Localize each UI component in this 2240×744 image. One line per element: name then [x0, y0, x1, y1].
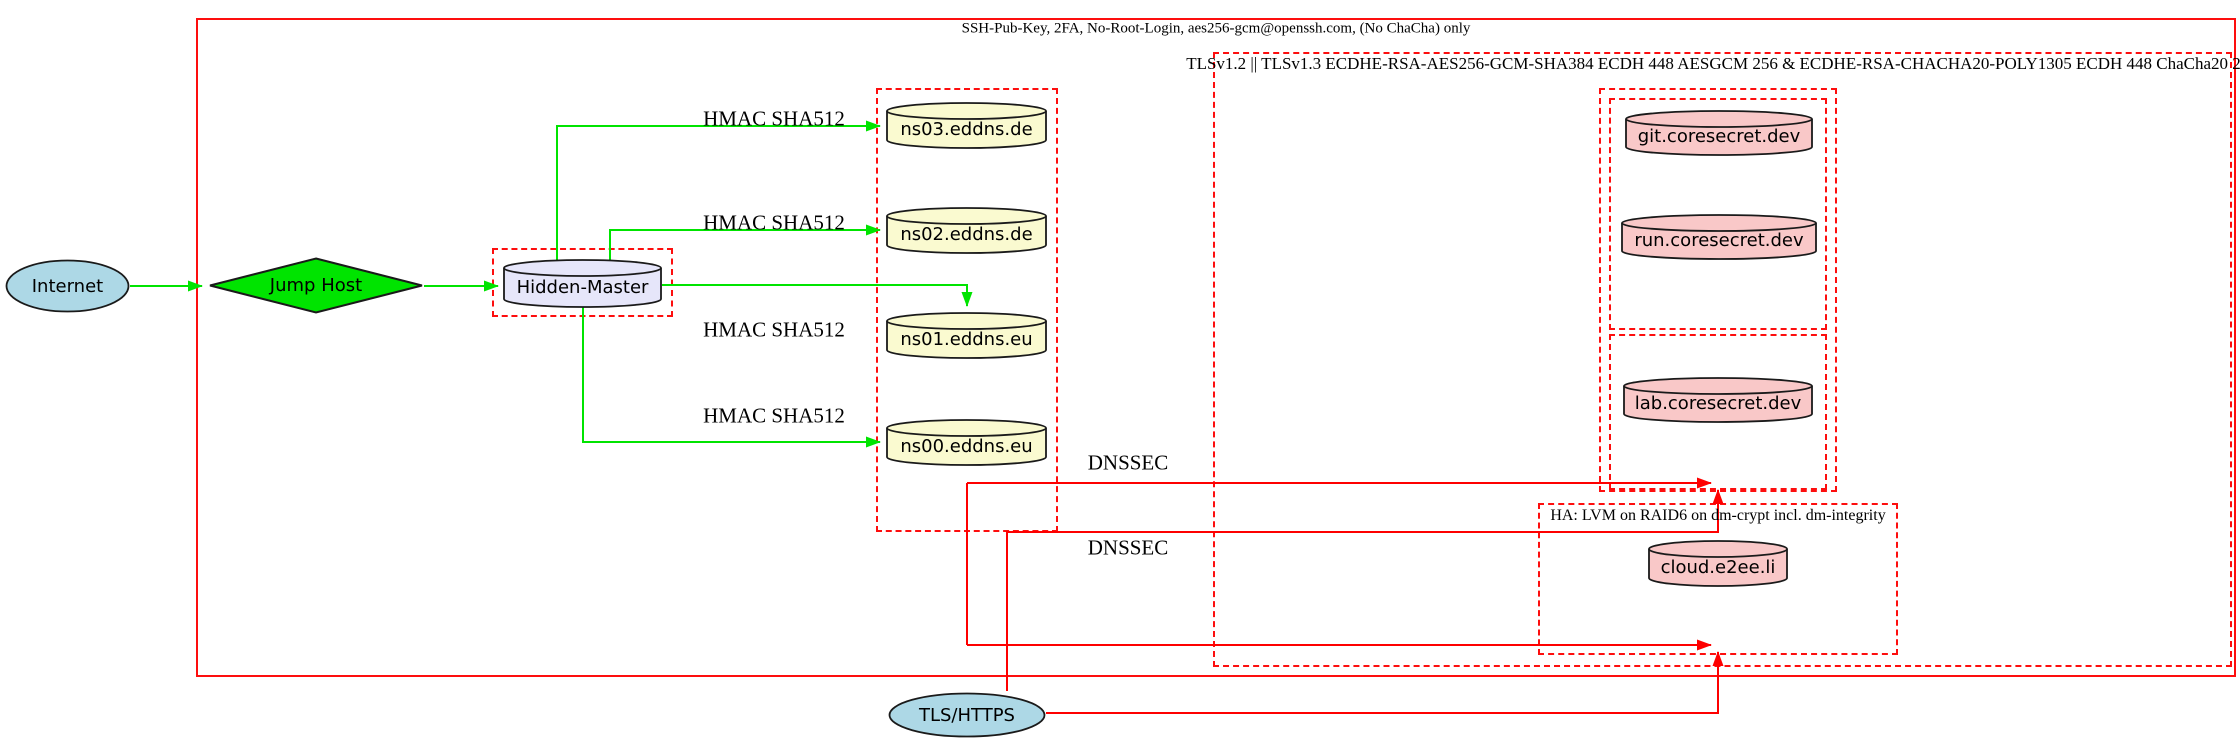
edge-tls-lab — [1006, 489, 1724, 691]
edge-hm-ns01 — [662, 284, 973, 307]
ssh-policy-label: SSH-Pub-Key, 2FA, No-Root-Login, aes256-… — [961, 20, 1471, 37]
ns01-node: ns01.eddns.eu — [886, 312, 1047, 359]
lab-coresecret-label: lab.coresecret.dev — [1634, 393, 1802, 414]
ns01-label: ns01.eddns.eu — [900, 328, 1033, 350]
hidden-master-node: Hidden-Master — [503, 259, 662, 308]
git-coresecret-node: git.coresecret.dev — [1625, 110, 1813, 156]
coresecret-gitrun-cluster — [1609, 98, 1827, 330]
internet-node: Internet — [5, 259, 130, 313]
internet-label: Internet — [31, 275, 104, 297]
dnssec-label-1: DNSSEC — [1087, 450, 1169, 475]
tls-https-label: TLS/HTTPS — [918, 704, 1015, 726]
lab-coresecret-node: lab.coresecret.dev — [1623, 377, 1813, 423]
ha-storage-label: HA: LVM on RAID6 on dm-crypt incl. dm-in… — [1550, 507, 1886, 524]
edge-hm-ns00 — [582, 306, 881, 448]
hmac-label-ns03: HMAC SHA512 — [703, 106, 845, 131]
ns02-label: ns02.eddns.de — [900, 223, 1033, 245]
hmac-label-ns01: HMAC SHA512 — [703, 317, 845, 342]
ns03-label: ns03.eddns.de — [900, 118, 1033, 140]
jump-host-node: Jump Host — [208, 257, 424, 314]
ns03-node: ns03.eddns.de — [886, 102, 1047, 149]
ns02-node: ns02.eddns.de — [886, 207, 1047, 254]
run-coresecret-node: run.coresecret.dev — [1621, 214, 1817, 260]
run-coresecret-label: run.coresecret.dev — [1634, 230, 1804, 251]
git-coresecret-label: git.coresecret.dev — [1637, 126, 1801, 147]
ns00-label: ns00.eddns.eu — [900, 435, 1033, 457]
edge-hm-ns03 — [556, 120, 881, 262]
jump-host-label: Jump Host — [269, 275, 363, 296]
ssh-policy-cluster — [196, 18, 2236, 677]
edge-hm-ns02 — [609, 224, 881, 262]
cloud-e2ee-label: cloud.e2ee.li — [1660, 556, 1776, 578]
tls-https-node: TLS/HTTPS — [888, 692, 1046, 738]
tls-policy-cluster — [1213, 52, 2232, 667]
hidden-master-label: Hidden-Master — [516, 276, 649, 298]
hmac-label-ns02: HMAC SHA512 — [703, 210, 845, 235]
edge-tls-ha — [1046, 651, 1724, 714]
tls-policy-label: TLSv1.2 || TLSv1.3 ECDHE-RSA-AES256-GCM-… — [1186, 54, 2240, 73]
cloud-e2ee-node: cloud.e2ee.li — [1648, 540, 1788, 587]
dnssec-label-2: DNSSEC — [1087, 535, 1169, 560]
ns00-node: ns00.eddns.eu — [886, 419, 1047, 466]
hmac-label-ns00: HMAC SHA512 — [703, 403, 845, 428]
